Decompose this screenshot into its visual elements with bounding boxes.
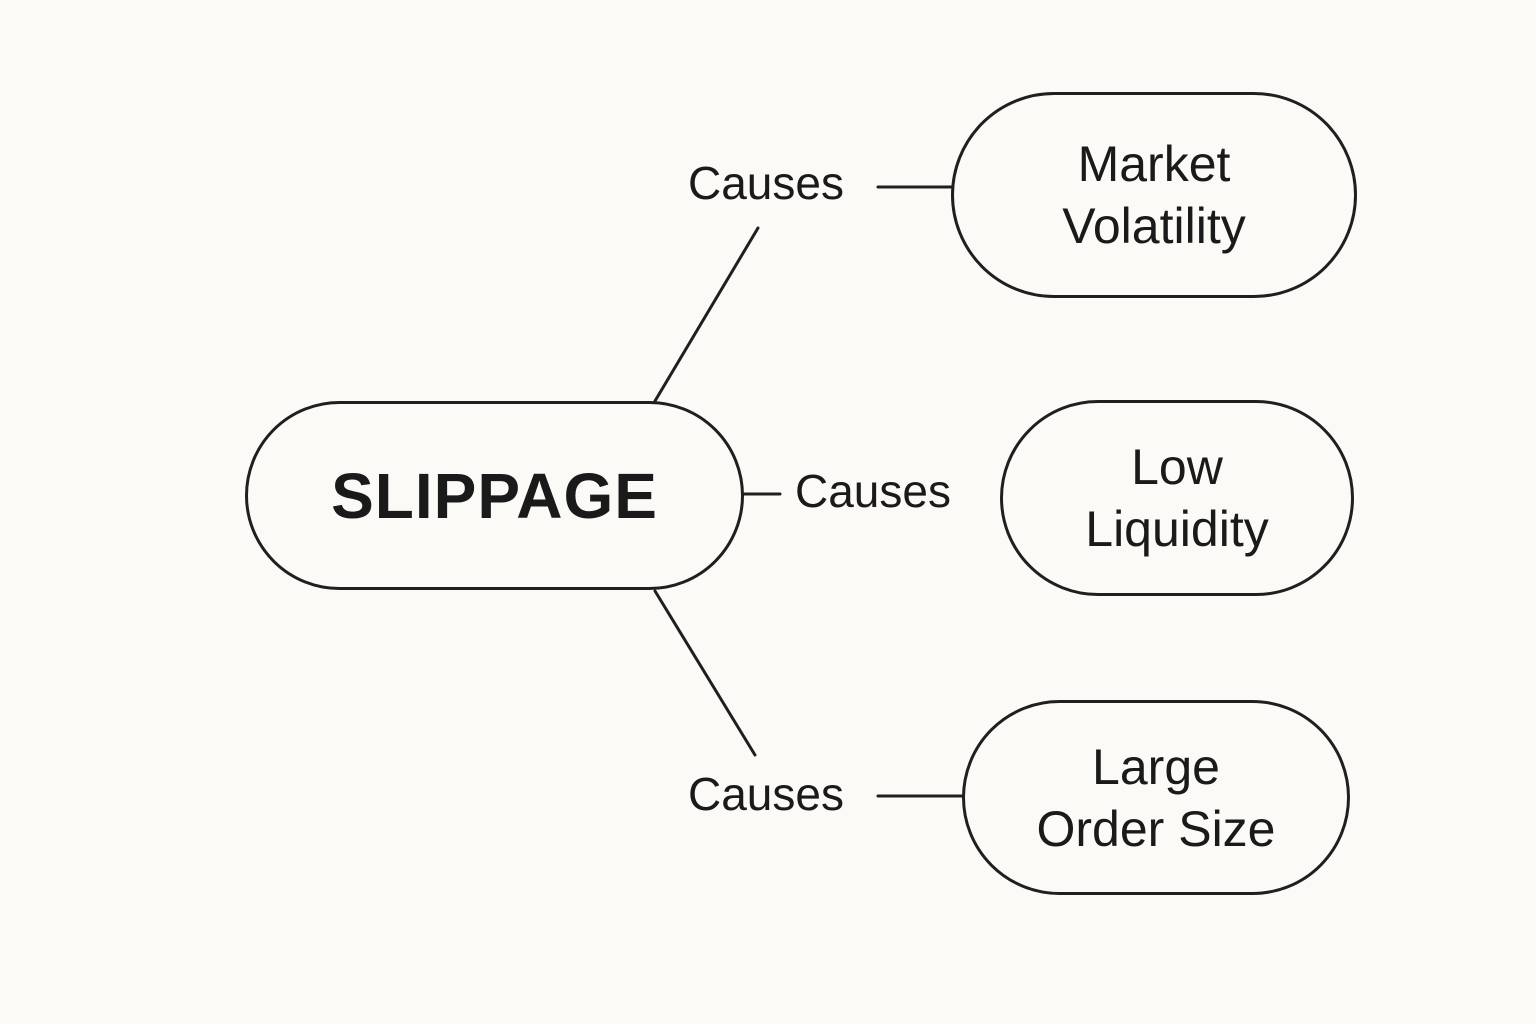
causes-label-middle: Causes	[795, 465, 951, 517]
connector-to-bottom-label	[653, 589, 757, 757]
large-order-size-node: Large Order Size	[962, 700, 1350, 895]
large-order-size-line-1: Large	[1092, 738, 1220, 795]
market-volatility-line-1: Market	[1077, 136, 1231, 192]
low-liquidity-line-1: Low	[1131, 439, 1223, 495]
causes-label-top: Causes	[688, 157, 844, 209]
low-liquidity-line-2: Liquidity	[1085, 501, 1269, 557]
market-volatility-line-2: Volatility	[1062, 198, 1246, 254]
market-volatility-node: Market Volatility	[951, 92, 1357, 298]
low-liquidity-node: Low Liquidity	[1000, 400, 1354, 596]
causes-label-bottom: Causes	[688, 768, 844, 820]
connector-to-top-label	[653, 226, 760, 403]
slippage-label: SLIPPAGE	[331, 459, 658, 532]
large-order-size-line-2: Order Size	[1036, 800, 1276, 857]
slippage-node: SLIPPAGE	[245, 401, 744, 590]
